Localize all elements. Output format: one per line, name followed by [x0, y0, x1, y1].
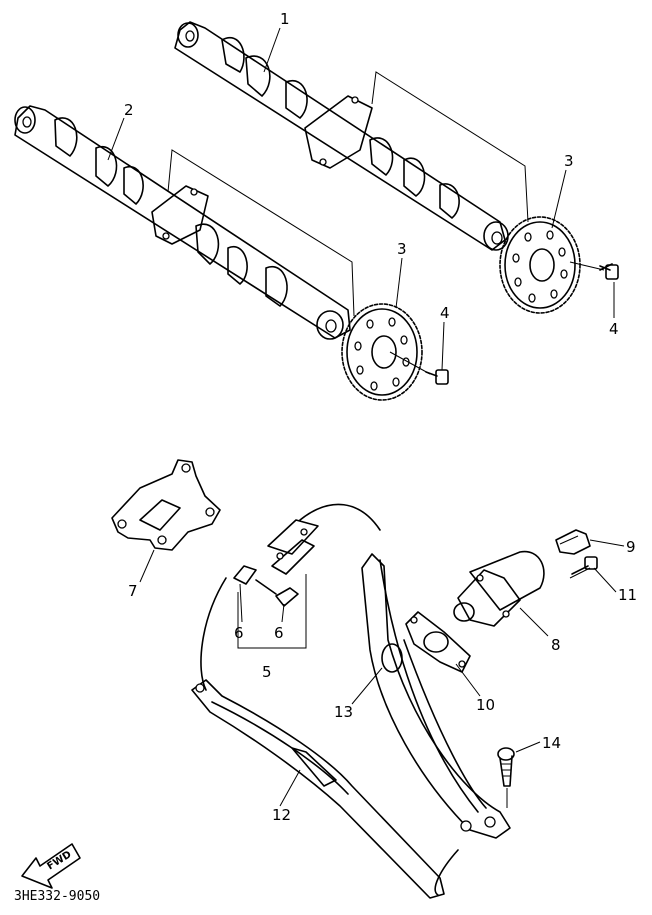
chain-link-plate-6a — [233, 565, 277, 595]
alignment-frame-lower — [167, 149, 355, 317]
bolt-4-right — [569, 261, 619, 280]
callout-6-right: 6 — [274, 624, 284, 642]
chain-guide-13 — [361, 553, 511, 839]
bolt-14 — [497, 747, 515, 808]
callout-12: 12 — [272, 806, 291, 824]
diagram-code: 3HE332-9050 — [14, 889, 100, 904]
callout-4-left: 4 — [440, 304, 450, 322]
bracket-5-6 — [237, 574, 307, 649]
chain-tensioner-8 — [453, 550, 545, 627]
cam-chain — [200, 503, 487, 896]
sprocket-3-left — [341, 303, 423, 401]
sprocket-3-right — [499, 216, 581, 314]
chain-guide-7 — [111, 459, 221, 551]
callout-9: 9 — [626, 538, 636, 556]
callout-3-right: 3 — [564, 152, 574, 170]
callout-8: 8 — [551, 636, 561, 654]
chain-joint-links-5 — [267, 519, 319, 575]
callout-6-left: 6 — [234, 624, 244, 642]
leader-lines — [107, 27, 625, 807]
chain-guide-12 — [191, 679, 445, 899]
callout-7: 7 — [128, 582, 138, 600]
chain-link-plate-6b — [275, 587, 299, 607]
gasket-10 — [405, 611, 471, 673]
callout-2: 2 — [124, 101, 134, 119]
callout-1: 1 — [280, 10, 290, 28]
callout-5: 5 — [262, 663, 272, 681]
callout-14: 14 — [542, 734, 561, 752]
camshaft-2 — [14, 105, 351, 340]
callout-3-left: 3 — [397, 240, 407, 258]
callout-11: 11 — [618, 586, 637, 604]
fwd-arrow: FWD — [21, 843, 81, 889]
tensioner-cap-bolt-9 — [555, 529, 591, 555]
callout-4-right: 4 — [609, 320, 619, 338]
alignment-frame-upper — [371, 71, 529, 223]
camshaft-1 — [174, 21, 509, 251]
callout-10: 10 — [476, 696, 495, 714]
callout-13: 13 — [334, 703, 353, 721]
tensioner-bolt-11 — [569, 556, 598, 579]
